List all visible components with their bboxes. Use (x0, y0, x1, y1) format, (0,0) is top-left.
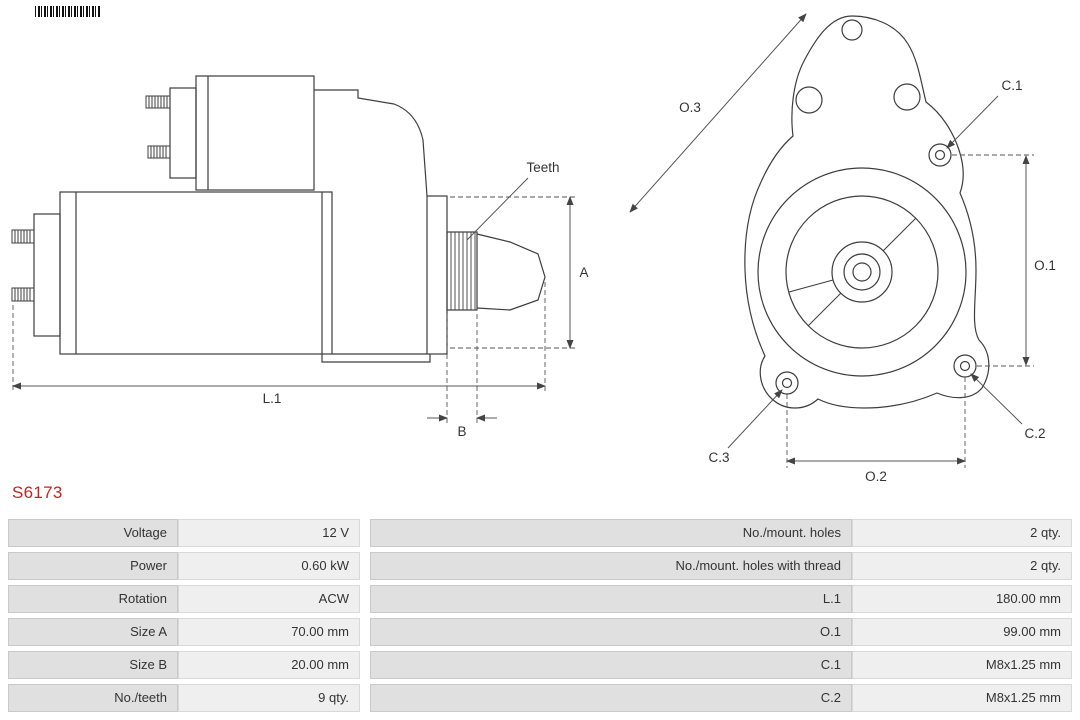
spec-value: 2 qty. (852, 552, 1072, 580)
teeth-leader-line (466, 177, 529, 241)
spec-label: Size B (8, 651, 178, 679)
nose-bracket (476, 233, 546, 311)
solenoid-terminals (145, 95, 171, 159)
shaft-center (852, 262, 872, 282)
spec-value: M8x1.25 mm (852, 651, 1072, 679)
side-view-dimensions: Teeth A L.1 B (12, 160, 589, 439)
spec-label: Power (8, 552, 178, 580)
spec-value: 180.00 mm (852, 585, 1072, 613)
spec-label: L.1 (370, 585, 852, 613)
dim-label-c3: C.3 (708, 450, 729, 465)
dim-b-extensions (446, 314, 478, 424)
table-row: Size B 20.00 mm C.1 M8x1.25 mm (8, 651, 1072, 679)
dim-label-c2: C.2 (1024, 426, 1045, 441)
front-view-dimensions: O.3 C.1 O.1 C.3 C.2 O.2 (629, 13, 1056, 484)
c1-leader-line (946, 95, 999, 149)
motor-body-rims (75, 192, 323, 354)
top-hole (841, 19, 863, 41)
mount-hole-c1 (928, 143, 952, 167)
motor-body (59, 191, 333, 355)
spec-label: Size A (8, 618, 178, 646)
table-row: Voltage 12 V No./mount. holes 2 qty. (8, 519, 1072, 547)
dim-l1-extensions (12, 282, 546, 392)
spec-label: O.1 (370, 618, 852, 646)
table-row: Size A 70.00 mm O.1 99.00 mm (8, 618, 1072, 646)
dim-o1-extensions (952, 154, 1034, 367)
table-row: Power 0.60 kW No./mount. holes with thre… (8, 552, 1072, 580)
mount-hole-c2 (953, 354, 977, 378)
face-outer-circle (757, 167, 967, 377)
mount-hole-c3 (775, 371, 799, 395)
solenoid-cap (169, 87, 197, 179)
solenoid-body (195, 75, 315, 191)
dim-label-a: A (579, 265, 588, 280)
spec-label: No./mount. holes with thread (370, 552, 852, 580)
technical-drawing: Teeth A L.1 B O (11, 13, 1056, 484)
spec-label: C.2 (370, 684, 852, 712)
hub-spokes (788, 217, 917, 327)
spec-label: No./teeth (8, 684, 178, 712)
spec-label: Voltage (8, 519, 178, 547)
spec-value: 20.00 mm (178, 651, 360, 679)
spec-value: 70.00 mm (178, 618, 360, 646)
rear-end-cap (33, 213, 61, 337)
dim-label-l1: L.1 (263, 391, 282, 406)
mounting-flange (426, 195, 448, 355)
spec-value: M8x1.25 mm (852, 684, 1072, 712)
dim-label-teeth: Teeth (526, 160, 559, 175)
barcode (35, 6, 101, 17)
motor-body-foot (321, 354, 431, 363)
spec-value: 0.60 kW (178, 552, 360, 580)
front-view-drawing (744, 15, 990, 409)
spec-label: Rotation (8, 585, 178, 613)
side-view-drawing (11, 75, 546, 363)
face-inner-ring (785, 195, 939, 349)
drive-housing (314, 89, 428, 355)
spec-value: 9 qty. (178, 684, 360, 712)
spec-value: 2 qty. (852, 519, 1072, 547)
hub-circle (831, 241, 893, 303)
spec-value: ACW (178, 585, 360, 613)
dim-a-extensions (450, 196, 578, 349)
dim-label-b: B (457, 424, 466, 439)
dim-label-o1: O.1 (1034, 258, 1056, 273)
table-row: No./teeth 9 qty. C.2 M8x1.25 mm (8, 684, 1072, 712)
dim-o3-line (629, 13, 807, 213)
dim-o2-extensions (786, 377, 966, 468)
flange-outline (744, 15, 990, 409)
spec-table: Voltage 12 V No./mount. holes 2 qty. Pow… (8, 519, 1072, 717)
c3-leader-line (727, 389, 783, 449)
rear-studs (11, 229, 35, 302)
spec-label: C.1 (370, 651, 852, 679)
top-boss-right (893, 83, 921, 111)
pinion-gear (446, 231, 478, 311)
spec-value: 99.00 mm (852, 618, 1072, 646)
shaft-circle (843, 253, 881, 291)
dim-label-o2: O.2 (865, 469, 887, 484)
spec-value: 12 V (178, 519, 360, 547)
part-number: S6173 (12, 483, 63, 502)
table-row: Rotation ACW L.1 180.00 mm (8, 585, 1072, 613)
dim-label-o3: O.3 (679, 100, 701, 115)
dim-label-c1: C.1 (1001, 78, 1022, 93)
c2-leader-line (970, 373, 1023, 425)
spec-label: No./mount. holes (370, 519, 852, 547)
top-boss-left (795, 86, 823, 114)
